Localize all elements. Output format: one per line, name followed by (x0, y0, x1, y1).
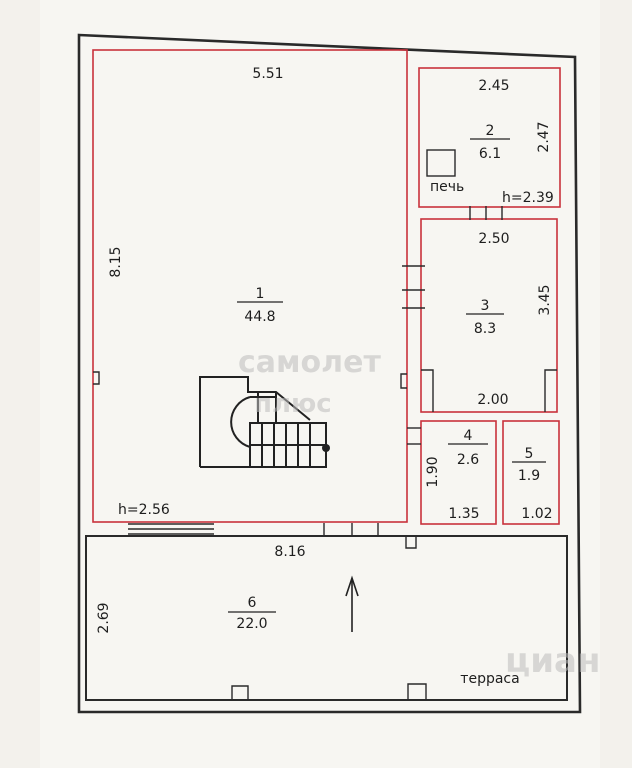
room-2-number: 2 (486, 123, 495, 139)
wall-notch-terrace-bottom-right (407, 683, 427, 700)
room-1-outline (92, 49, 408, 523)
dim-room3-top: 2.50 (478, 231, 509, 247)
stove-icon (426, 149, 456, 177)
wall-notch-room3-left (421, 369, 434, 412)
room-3-number: 3 (481, 298, 490, 314)
wall-notch-room3-right (544, 369, 557, 412)
dim-room4-bottom: 1.35 (448, 506, 479, 522)
stove-label: печь (430, 179, 464, 195)
wall-notch-room1-left (93, 371, 100, 385)
room-6-outline (85, 535, 568, 701)
room-3-outline (420, 218, 558, 413)
room-4-number: 4 (464, 428, 473, 444)
room-1-number: 1 (256, 286, 265, 302)
room-5-number: 5 (525, 446, 534, 462)
wall-openings (323, 206, 503, 536)
dim-room1-height: h=2.56 (118, 502, 170, 518)
watermark-suffix: плюс (254, 389, 332, 419)
room-5-outline (502, 420, 560, 525)
room-2-area: 6.1 (479, 146, 501, 162)
arrow-up-icon (345, 575, 359, 632)
room-5-area: 1.9 (518, 468, 540, 484)
watermark-brand: самолет (238, 345, 381, 380)
dim-room6-top: 8.16 (274, 544, 305, 560)
dim-room2-right: 2.47 (536, 121, 552, 152)
room-2-outline (418, 67, 561, 208)
terrace-label: терраса (460, 671, 519, 687)
wall-notch-terrace-bottom-left (231, 685, 249, 700)
dim-room5-bottom: 1.02 (521, 506, 552, 522)
dim-room2-top: 2.45 (478, 78, 509, 94)
dim-room4-left: 1.90 (425, 456, 441, 487)
room-3-area: 8.3 (474, 321, 496, 337)
paper-sheet (40, 0, 600, 768)
watermark-corner: циан (505, 641, 600, 681)
dim-room6-left: 2.69 (96, 602, 112, 633)
area-fraction-lines (228, 138, 546, 613)
wall-notch-terrace-top (405, 536, 417, 549)
dim-room3-bottom: 2.00 (477, 392, 508, 408)
wall-notch-room1-right (400, 373, 407, 389)
window-room1-bottom (128, 523, 214, 535)
room-6-area: 22.0 (236, 616, 267, 632)
room-4-outline (420, 420, 497, 525)
dim-room1-left: 8.15 (108, 246, 124, 277)
room-4-area: 2.6 (457, 452, 479, 468)
dim-room3-right: 3.45 (537, 284, 553, 315)
room-6-number: 6 (248, 595, 257, 611)
dim-room1-top: 5.51 (252, 66, 283, 82)
dim-room2-height: h=2.39 (502, 190, 554, 206)
room-1-area: 44.8 (244, 309, 275, 325)
outer-wall (77, 33, 582, 714)
staircase (199, 376, 330, 468)
